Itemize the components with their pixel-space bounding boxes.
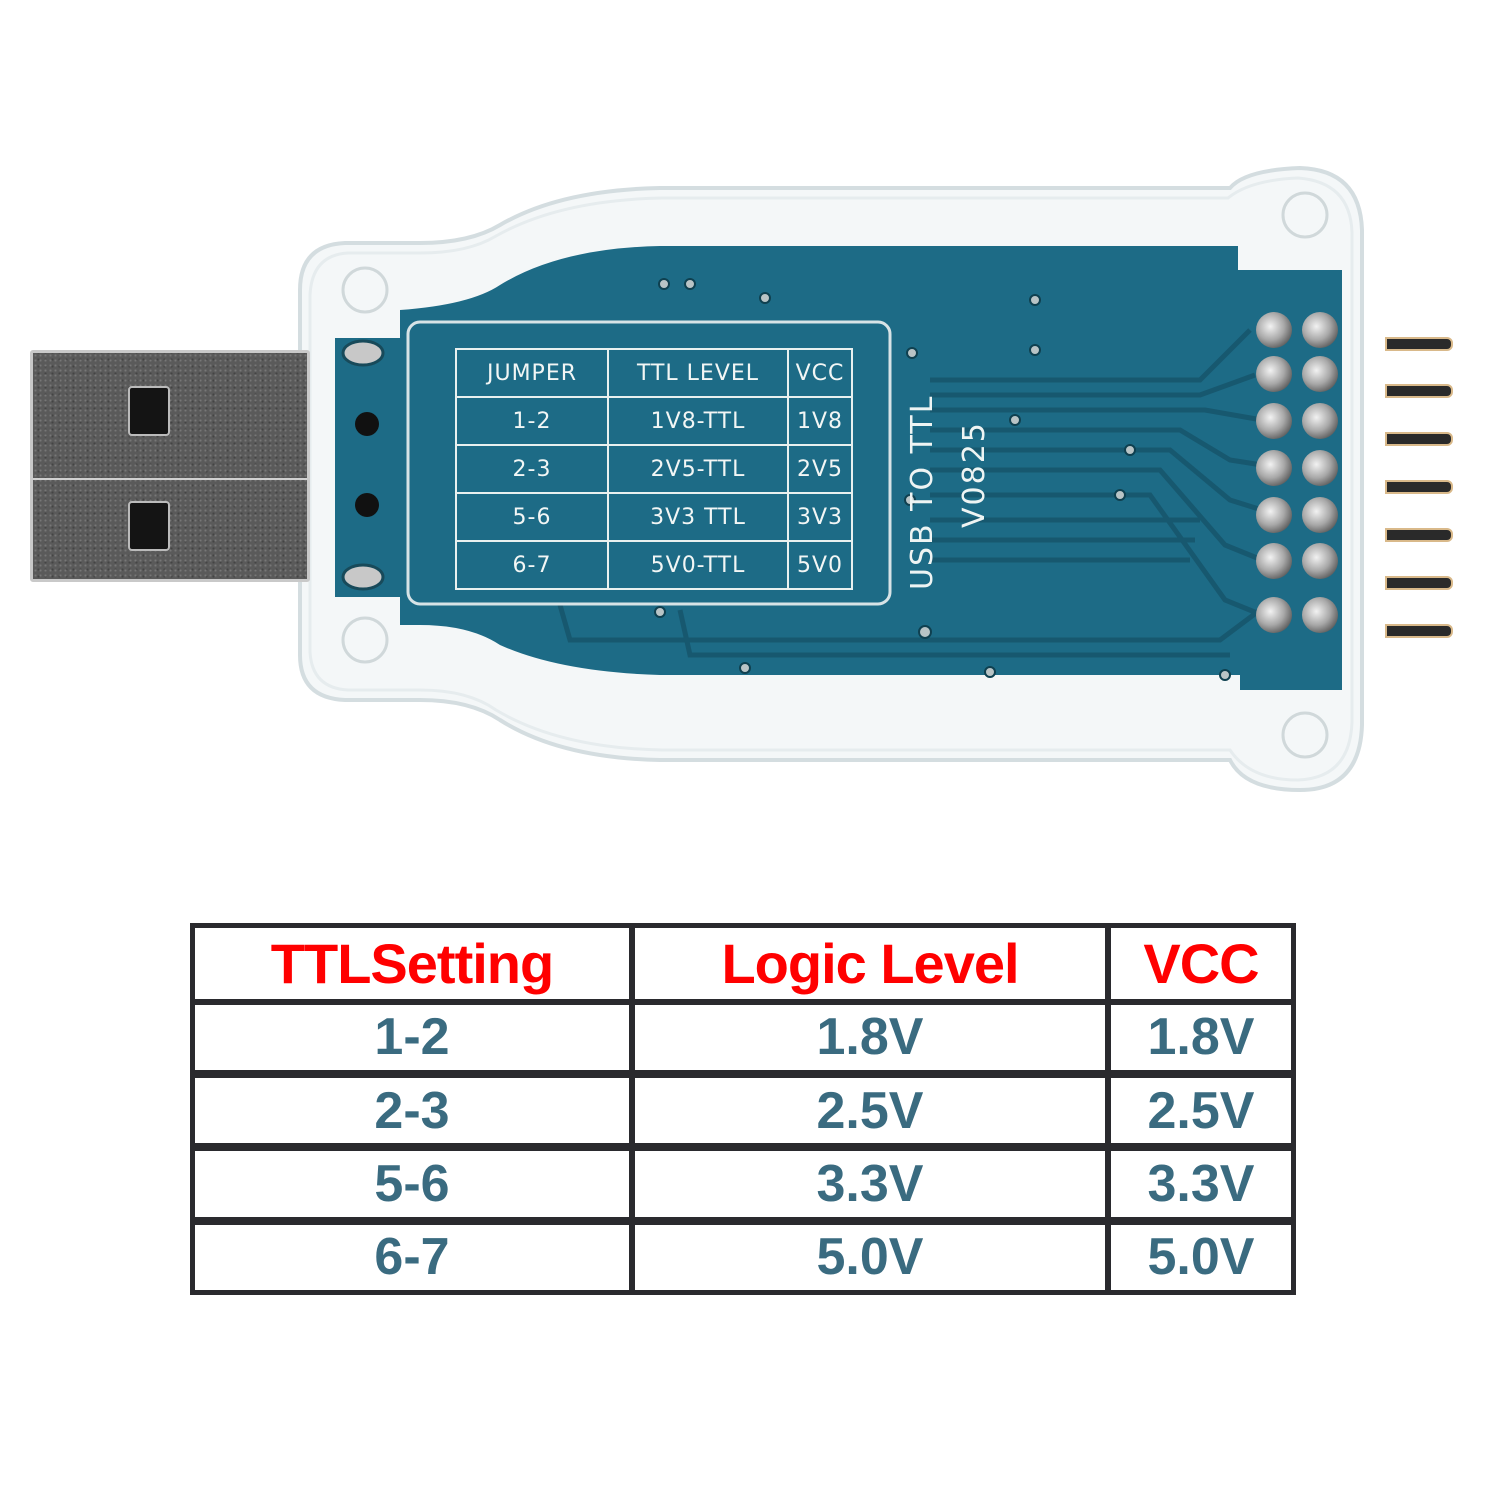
solder-pad bbox=[1302, 597, 1338, 633]
jumper-reference-table: TTLSetting Logic Level VCC 1-2 1.8V 1.8V… bbox=[190, 923, 1296, 1295]
usb-a-plug bbox=[30, 350, 310, 582]
silkscreen-ttl-level: 2V5-TTL bbox=[607, 444, 789, 494]
logic-level-cell: 3.3V bbox=[632, 1147, 1108, 1221]
pcb-silkscreen-table: JUMPER TTL LEVEL VCC 1-2 1V8-TTL 1V8 2-3… bbox=[455, 348, 853, 590]
reference-row: 1-2 1.8V 1.8V bbox=[190, 1005, 1296, 1074]
usb-contact-window bbox=[128, 386, 170, 436]
silkscreen-vcc: 2V5 bbox=[787, 444, 853, 494]
silkscreen-row: 2-3 2V5-TTL 2V5 bbox=[455, 444, 853, 494]
header-pin bbox=[1385, 528, 1453, 542]
reference-row: 5-6 3.3V 3.3V bbox=[190, 1147, 1296, 1221]
silkscreen-row: 5-6 3V3 TTL 3V3 bbox=[455, 492, 853, 542]
silkscreen-vcc: 1V8 bbox=[787, 396, 853, 446]
usb-contact-window bbox=[128, 501, 170, 551]
silkscreen-row: 1-2 1V8-TTL 1V8 bbox=[455, 396, 853, 446]
solder-pad bbox=[1302, 403, 1338, 439]
silkscreen-jumper: 5-6 bbox=[455, 492, 609, 542]
solder-pad bbox=[1256, 356, 1292, 392]
ttl-setting-cell: 6-7 bbox=[190, 1220, 632, 1295]
vcc-cell: 2.5V bbox=[1108, 1073, 1296, 1148]
reference-row: 2-3 2.5V 2.5V bbox=[190, 1073, 1296, 1148]
solder-pad bbox=[1302, 356, 1338, 392]
solder-pad bbox=[1256, 543, 1292, 579]
silkscreen-header-ttl-level: TTL LEVEL bbox=[607, 348, 789, 398]
ttl-setting-cell: 2-3 bbox=[190, 1073, 632, 1148]
silkscreen-jumper: 2-3 bbox=[455, 444, 609, 494]
header-pin bbox=[1385, 432, 1453, 446]
ttl-setting-cell: 1-2 bbox=[190, 1005, 632, 1074]
silkscreen-vcc: 5V0 bbox=[787, 540, 853, 590]
vcc-cell: 5.0V bbox=[1108, 1220, 1296, 1295]
solder-pad bbox=[1302, 543, 1338, 579]
header-logic-level: Logic Level bbox=[632, 923, 1108, 1005]
header-vcc: VCC bbox=[1108, 923, 1296, 1005]
silkscreen-vcc: 3V3 bbox=[787, 492, 853, 542]
version-label: V0825 bbox=[957, 421, 992, 528]
silkscreen-header-jumper: JUMPER bbox=[455, 348, 609, 398]
header-pin bbox=[1385, 337, 1453, 351]
header-pin bbox=[1385, 624, 1453, 638]
silkscreen-row: 6-7 5V0-TTL 5V0 bbox=[455, 540, 853, 590]
silkscreen-jumper: 6-7 bbox=[455, 540, 609, 590]
solder-pad bbox=[1256, 597, 1292, 633]
silkscreen-ttl-level: 5V0-TTL bbox=[607, 540, 789, 590]
solder-pad bbox=[1256, 403, 1292, 439]
logic-level-cell: 2.5V bbox=[632, 1073, 1108, 1148]
silkscreen-ttl-level: 1V8-TTL bbox=[607, 396, 789, 446]
usb-to-ttl-adapter: JUMPER TTL LEVEL VCC 1-2 1V8-TTL 1V8 2-3… bbox=[30, 165, 1453, 793]
usb-shell-seam bbox=[33, 478, 307, 480]
logic-level-cell: 1.8V bbox=[632, 1005, 1108, 1074]
reference-row: 6-7 5.0V 5.0V bbox=[190, 1220, 1296, 1295]
logic-level-cell: 5.0V bbox=[632, 1220, 1108, 1295]
solder-pad bbox=[1302, 312, 1338, 348]
header-pin bbox=[1385, 480, 1453, 494]
solder-pad bbox=[1302, 450, 1338, 486]
ttl-setting-cell: 5-6 bbox=[190, 1147, 632, 1221]
silkscreen-ttl-level: 3V3 TTL bbox=[607, 492, 789, 542]
vcc-cell: 3.3V bbox=[1108, 1147, 1296, 1221]
header-pin bbox=[1385, 576, 1453, 590]
reference-header-row: TTLSetting Logic Level VCC bbox=[190, 923, 1296, 1005]
solder-pad bbox=[1256, 497, 1292, 533]
solder-pad bbox=[1302, 497, 1338, 533]
solder-pad bbox=[1256, 450, 1292, 486]
product-label: USB TO TTL bbox=[905, 394, 940, 590]
solder-pad bbox=[1256, 312, 1292, 348]
header-pin bbox=[1385, 384, 1453, 398]
silkscreen-header-row: JUMPER TTL LEVEL VCC bbox=[455, 348, 853, 398]
silkscreen-header-vcc: VCC bbox=[787, 348, 853, 398]
vcc-cell: 1.8V bbox=[1108, 1005, 1296, 1074]
silkscreen-jumper: 1-2 bbox=[455, 396, 609, 446]
header-ttl-setting: TTLSetting bbox=[190, 923, 632, 1005]
